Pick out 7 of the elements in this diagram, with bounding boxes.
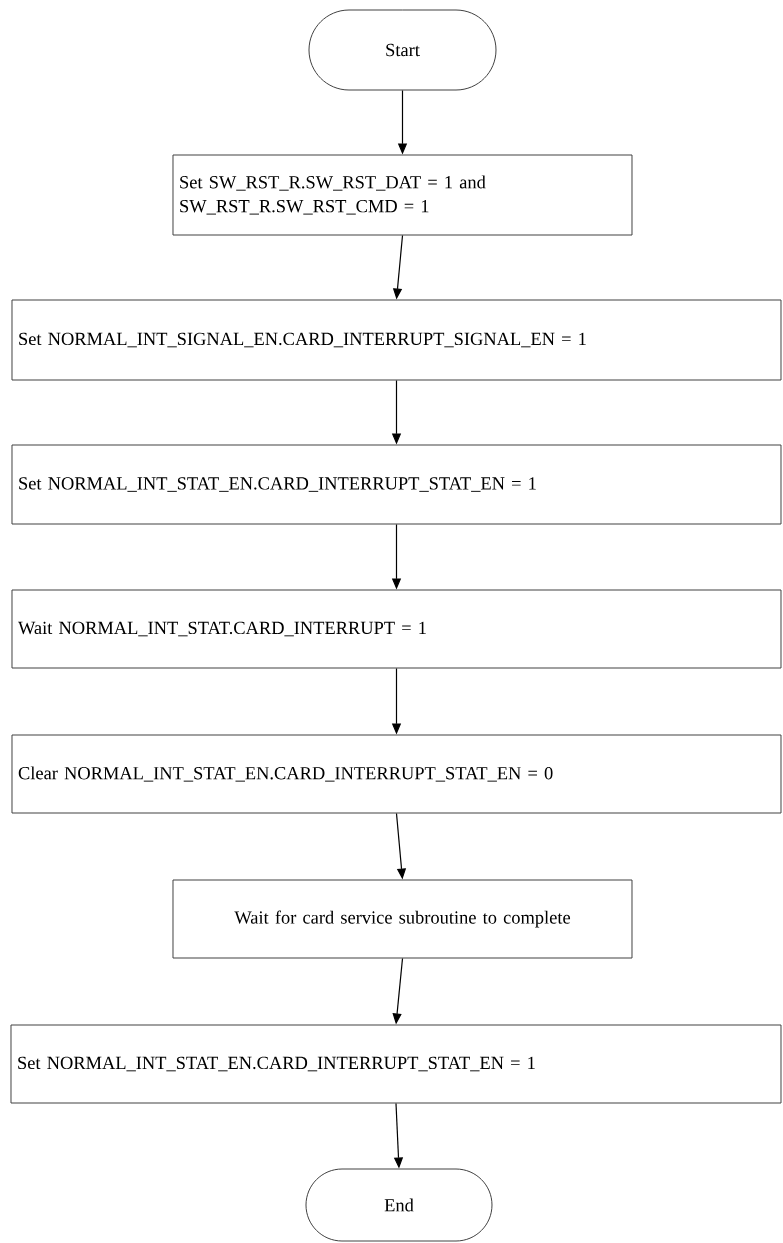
process-box: Wait NORMAL_INT_STAT.CARD_INTERRUPT = 1	[11, 589, 782, 669]
process-box: Set SW_RST_R.SW_RST_DAT = 1 and SW_RST_R.SW_RST_CMD = 1	[172, 154, 633, 236]
process-box: Set NORMAL_INT_STAT_EN.CARD_INTERRUPT_STAT_EN = 1	[10, 1024, 782, 1104]
process-box: Wait for card service subroutine to complete	[172, 879, 633, 959]
process-box: Set NORMAL_INT_SIGNAL_EN.CARD_INTERRUPT_SIGNAL_EN = 1	[11, 299, 782, 381]
process-box: Clear NORMAL_INT_STAT_EN.CARD_INTERRUPT_STAT_EN = 0	[11, 734, 782, 814]
process-box: Set NORMAL_INT_STAT_EN.CARD_INTERRUPT_STAT_EN = 1	[11, 444, 782, 525]
